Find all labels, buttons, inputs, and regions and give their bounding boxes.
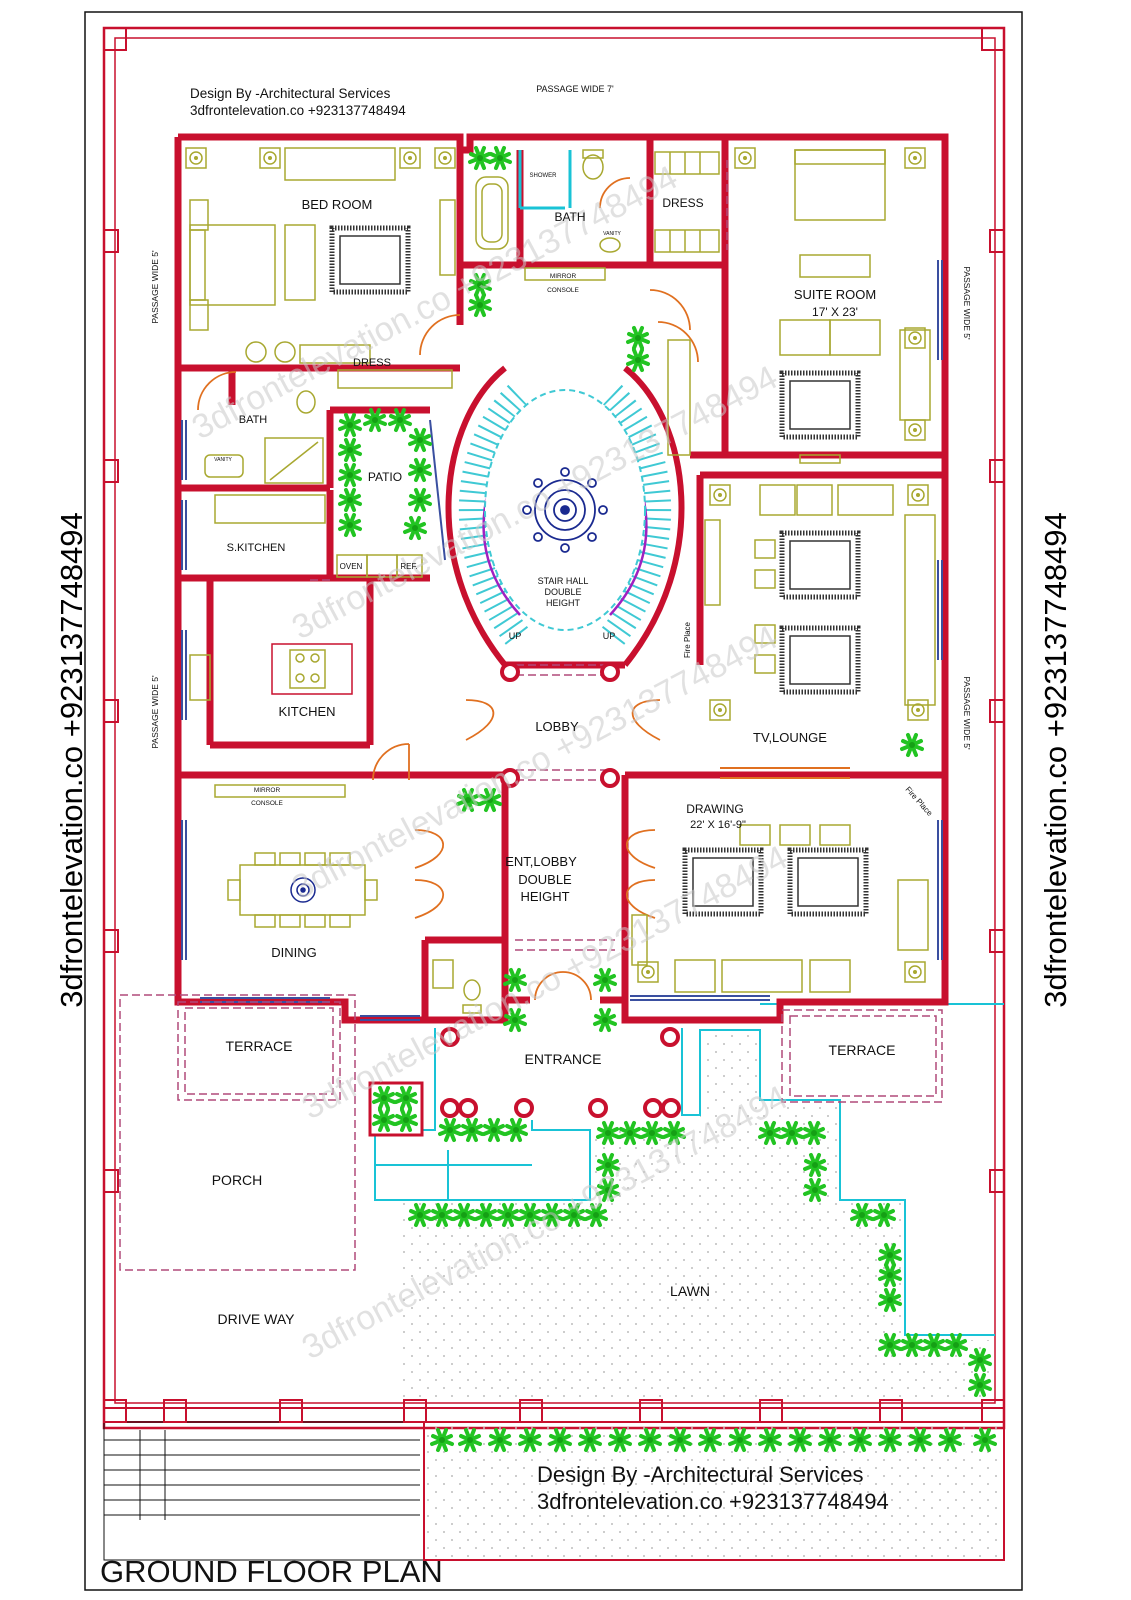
label-terrace-left: TERRACE	[226, 1038, 293, 1054]
label-vanity-left: VANITY	[214, 457, 232, 463]
dashed-outlines	[119, 160, 943, 1271]
label-mirror-low-2: CONSOLE	[251, 800, 283, 807]
label-terrace-right: TERRACE	[829, 1042, 896, 1058]
label-suite-size: 17' X 23'	[812, 305, 858, 319]
label-dress-left: DRESS	[353, 357, 391, 369]
label-kitchen: KITCHEN	[278, 704, 335, 719]
label-bath-top: BATH	[554, 210, 585, 224]
label-ent-lobby-2: DOUBLE	[518, 872, 572, 887]
label-mirror-top-1: MIRROR	[550, 273, 577, 280]
boundary-columns	[103, 27, 1005, 1423]
label-stair-hall-3: HEIGHT	[546, 598, 581, 608]
label-entrance: ENTRANCE	[524, 1051, 601, 1067]
label-passage-right-1: PASSAGE WIDE 5'	[962, 266, 972, 340]
room-labels: Design By -Architectural Services 3dfron…	[100, 84, 972, 1589]
label-passage-left-2: PASSAGE WIDE 5'	[150, 675, 160, 749]
building-walls	[174, 133, 949, 1024]
label-oven: OVEN	[340, 562, 363, 571]
side-text-left: 3dfrontelevation.co +923137748494	[54, 512, 89, 1008]
label-up-right: UP	[603, 631, 616, 641]
label-up-left: UP	[509, 631, 522, 641]
label-drawing: DRAWING	[686, 802, 744, 816]
dining-furniture	[214, 784, 378, 928]
side-text-right: 3dfrontelevation.co +923137748494	[1038, 512, 1073, 1008]
label-stair-hall-2: DOUBLE	[544, 587, 581, 597]
lounge-furniture	[704, 484, 936, 779]
stair-block	[104, 1430, 420, 1520]
label-lawn: LAWN	[670, 1283, 710, 1299]
credit-bottom-line1: Design By -Architectural Services	[537, 1462, 863, 1487]
label-tv-lounge: TV,LOUNGE	[753, 730, 827, 745]
label-s-kitchen: S.KITCHEN	[227, 542, 286, 554]
bath-fixtures	[204, 149, 720, 484]
doors	[197, 177, 699, 1001]
chandelier-icon	[522, 467, 608, 553]
label-ent-lobby-1: ENT,LOBBY	[505, 854, 577, 869]
label-drawing-size: 22' X 16'-9"	[690, 819, 746, 831]
label-lobby: LOBBY	[535, 719, 579, 734]
label-dining: DINING	[271, 945, 317, 960]
plan-title: GROUND FLOOR PLAN	[100, 1554, 443, 1589]
label-vanity-top: VANITY	[603, 231, 621, 237]
label-shower: SHOWER	[530, 173, 558, 179]
label-fire-place-1: Fire Place	[683, 621, 692, 658]
dining-centerpiece-icon	[290, 877, 316, 903]
label-dress-top: DRESS	[662, 196, 703, 210]
powder-room-fixtures	[432, 959, 482, 1014]
label-suite-room: SUITE ROOM	[794, 287, 876, 302]
label-drive-way: DRIVE WAY	[217, 1311, 295, 1327]
label-passage-right-2: PASSAGE WIDE 5'	[962, 676, 972, 750]
drawing-furniture	[631, 824, 929, 993]
watermark-1: 3dfrontelevation.co +923137748494	[186, 158, 684, 447]
label-bath-left: BATH	[239, 414, 268, 426]
label-bed-room: BED ROOM	[302, 197, 373, 212]
label-mirror-low-1: MIRROR	[254, 787, 281, 794]
label-mirror-top-2: CONSOLE	[547, 287, 579, 294]
shower-partition	[518, 150, 572, 210]
credit-top-line1: Design By -Architectural Services	[190, 86, 391, 101]
label-fire-place-2: Fire Place	[903, 785, 934, 818]
staircase	[445, 365, 685, 667]
label-passage-top: PASSAGE WIDE 7'	[536, 84, 614, 94]
credit-top-line2: 3dfrontelevation.co +923137748494	[190, 103, 406, 118]
label-stair-hall-1: STAIR HALL	[538, 576, 589, 586]
label-patio: PATIO	[368, 470, 402, 484]
credit-bottom-line2: 3dfrontelevation.co +923137748494	[537, 1489, 889, 1514]
suite-furniture	[667, 149, 931, 464]
label-passage-left-1: PASSAGE WIDE 5'	[150, 250, 160, 324]
bedroom-furniture	[189, 147, 456, 364]
label-porch: PORCH	[212, 1172, 263, 1188]
kitchen-fixtures	[189, 494, 423, 701]
label-ref: REF.	[400, 562, 417, 571]
label-ent-lobby-3: HEIGHT	[520, 889, 569, 904]
